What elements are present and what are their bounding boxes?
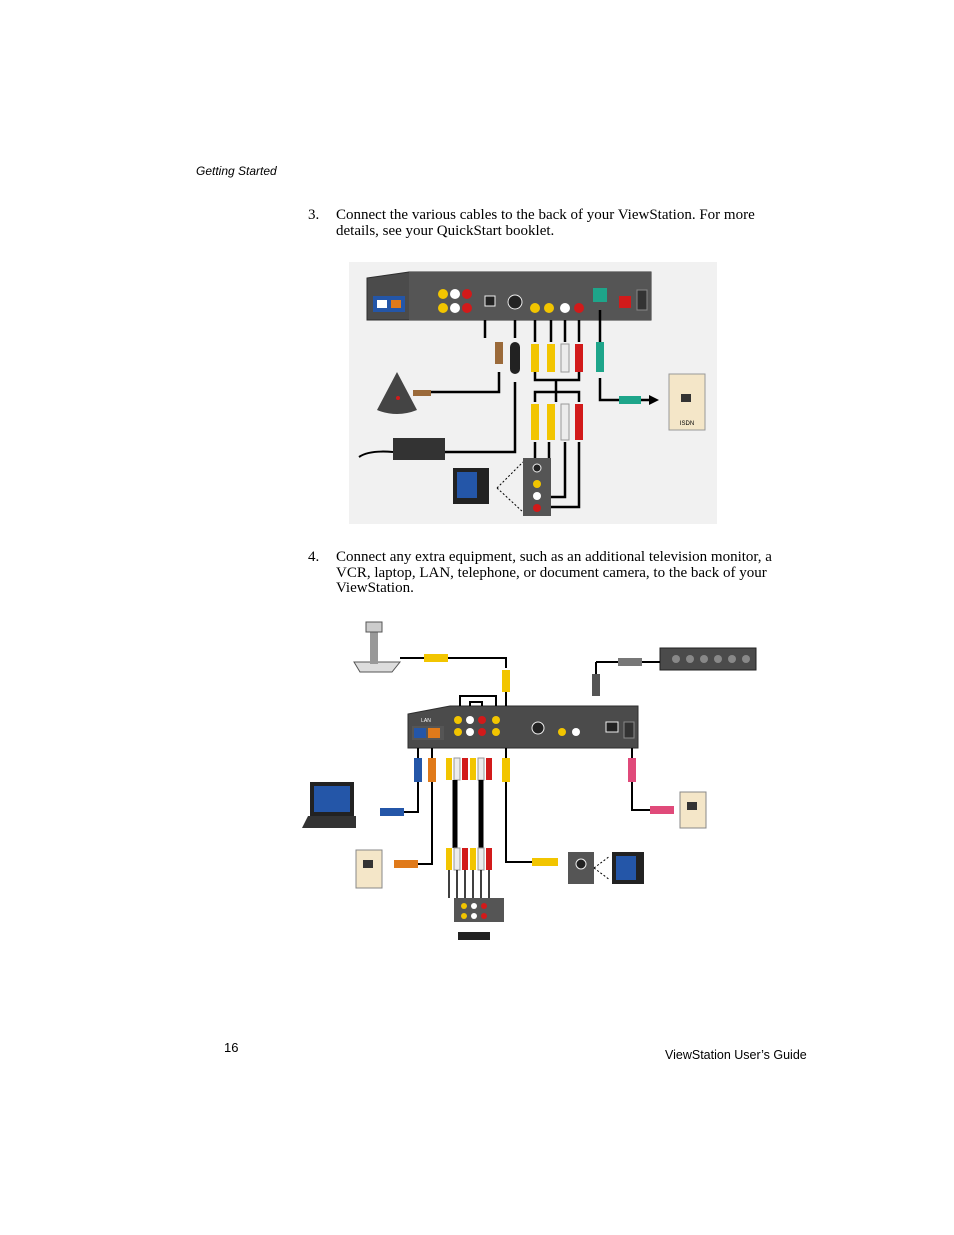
phone-wall-jack	[680, 792, 706, 828]
tv-monitor	[453, 468, 489, 504]
viewstation-back-panel: LAN	[408, 706, 638, 748]
isdn-plug	[596, 342, 604, 372]
step-4: 4. Connect any extra equipment, such as …	[308, 550, 798, 597]
document-camera	[354, 622, 400, 672]
step-3: 3. Connect the various cables to the bac…	[308, 208, 798, 239]
viewstation-back-panel	[367, 272, 651, 320]
lan-wall-jack	[356, 850, 382, 888]
power-supply	[393, 438, 445, 460]
tv-input-panel	[523, 458, 551, 516]
step-text: Connect the various cables to the back o…	[336, 208, 798, 239]
step-number: 3.	[308, 208, 319, 224]
vcr	[454, 898, 504, 940]
laptop	[302, 782, 356, 828]
lan-label: LAN	[421, 718, 431, 724]
s-video-input-panel	[568, 852, 594, 884]
s-video-plug	[510, 342, 520, 374]
vcr-rca-cables	[446, 758, 492, 898]
step-number: 4.	[308, 550, 319, 566]
tv-monitor	[612, 852, 644, 884]
isdn-label: ISDN	[680, 421, 694, 427]
page-number: 16	[224, 1040, 238, 1055]
running-header: Getting Started	[196, 164, 277, 178]
footer-guide-title: ViewStation User’s Guide	[665, 1048, 807, 1062]
connection-diagram-extra-equipment: LAN	[300, 618, 762, 944]
isdn-wall-jack: ISDN	[669, 374, 705, 430]
rear-panel-device	[660, 648, 756, 670]
mic-plug	[495, 342, 503, 364]
step-text: Connect any extra equipment, such as an …	[336, 550, 798, 597]
connection-diagram-basic: ISDN	[349, 262, 717, 524]
